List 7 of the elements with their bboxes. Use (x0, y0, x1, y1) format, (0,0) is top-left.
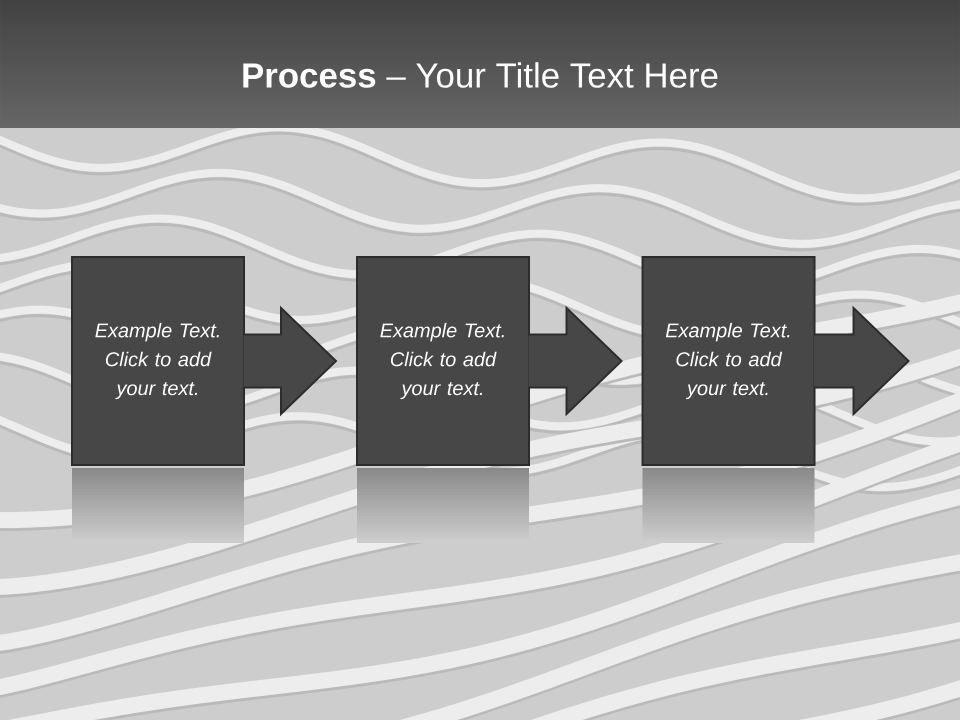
process-box: Example Text. Click to add your text. (642, 256, 816, 466)
arrow (528, 306, 623, 416)
title: Process – Your Title Text Here (243, 62, 718, 88)
process-box: Example Text. Click to add your text. (356, 256, 530, 466)
process-box: Example Text. Click to add your text. (71, 256, 245, 466)
arrow (242, 306, 338, 416)
arrow (813, 306, 910, 416)
